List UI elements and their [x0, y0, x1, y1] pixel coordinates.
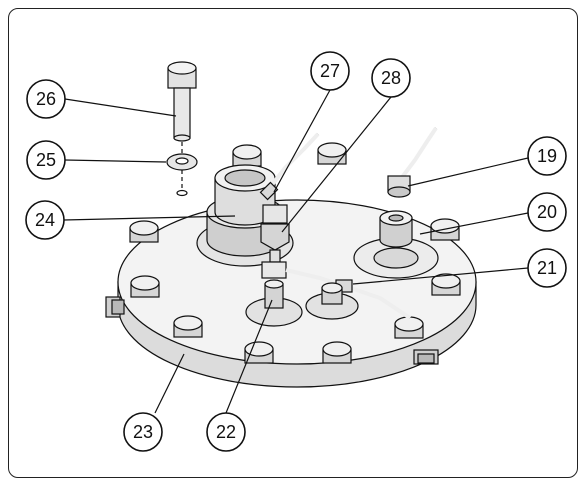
callout-20-label: 20 [537, 202, 557, 222]
bolt-head [244, 341, 274, 364]
callout-27: 27 [310, 51, 350, 91]
tee-hose-assembly [261, 261, 412, 320]
callout-19: 19 [527, 136, 567, 176]
callout-26: 26 [26, 79, 66, 119]
side-clamp-left [105, 296, 125, 318]
callout-23-label: 23 [133, 422, 153, 442]
bolt-head [394, 316, 424, 339]
bolt-head [431, 273, 461, 296]
perimeter-bolts [129, 142, 461, 364]
callout-24-label: 24 [35, 210, 55, 230]
bolt-head [317, 142, 347, 165]
callout-27-label: 27 [320, 61, 340, 81]
hose-27 [259, 132, 320, 201]
callout-24: 24 [25, 200, 65, 240]
elbow-fitting-19 [387, 126, 438, 198]
washer-25 [166, 153, 198, 197]
callout-25: 25 [26, 140, 66, 180]
callout-28-label: 28 [381, 68, 401, 88]
bolt-head [129, 220, 159, 243]
bolt-26 [167, 61, 197, 190]
callout-25-label: 25 [36, 150, 56, 170]
bolt-head [232, 144, 262, 167]
callout-19-label: 19 [537, 146, 557, 166]
bottom-fitting-22 [245, 279, 303, 327]
bolt-head [173, 315, 203, 338]
leader-lines [63, 89, 529, 414]
callout-20: 20 [527, 192, 567, 232]
bolt-head [430, 218, 460, 241]
callout-23: 23 [123, 412, 163, 452]
callout-28: 28 [371, 58, 411, 98]
bolt-head [322, 341, 352, 364]
callout-21: 21 [527, 248, 567, 288]
bottom-fitting-center [305, 282, 359, 320]
callout-22: 22 [206, 412, 246, 452]
side-clamp-right [413, 349, 439, 365]
fitting-20 [353, 210, 439, 279]
callout-21-label: 21 [537, 258, 557, 278]
valve-28 [260, 204, 290, 263]
bolt-head [130, 275, 160, 298]
callout-26-label: 26 [36, 89, 56, 109]
callout-22-label: 22 [216, 422, 236, 442]
